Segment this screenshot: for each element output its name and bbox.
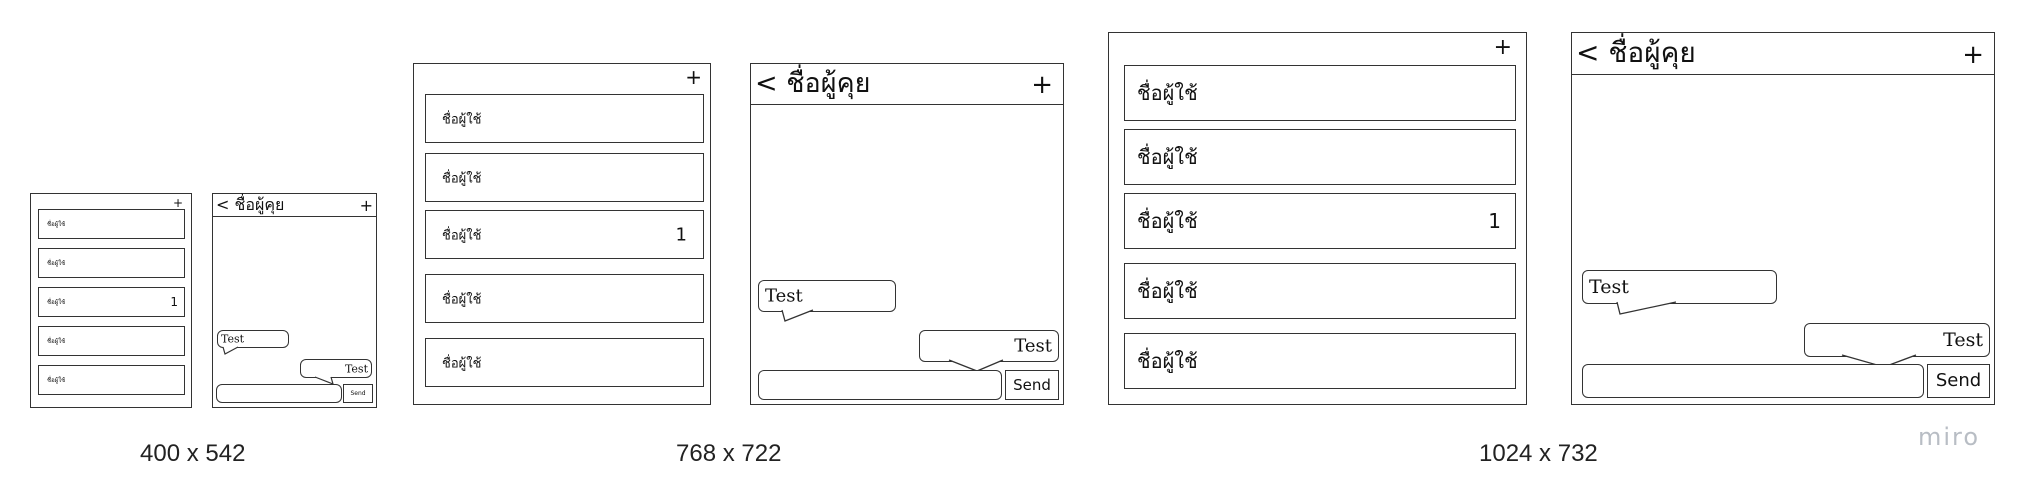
- medium-list-row-3-badge: 1: [675, 224, 687, 245]
- small-list-row-3-badge: 1: [170, 295, 178, 309]
- medium-list-row-5-name: ชื่อผู้ใช้: [442, 356, 482, 371]
- large-chat-received-tail: [1616, 301, 1677, 315]
- medium-chat-message-input[interactable]: [758, 370, 1002, 400]
- small-list-row-1-name: ชื่อผู้ใช้: [47, 221, 66, 228]
- large-chat-received-bubble: Test: [1582, 270, 1777, 304]
- medium-chat-header: < ชื่อผู้คุย +: [751, 64, 1063, 105]
- large-chat-screen: < ชื่อผู้คุย + Test Test Send: [1571, 32, 1995, 405]
- small-chat-add-button[interactable]: +: [359, 196, 373, 215]
- large-chat-contact-name: ชื่อผู้คุย: [1608, 36, 1696, 69]
- small-chat-back-button[interactable]: <: [216, 195, 230, 214]
- large-chat-add-button[interactable]: +: [1962, 40, 1984, 70]
- small-chat-received-text: Test: [221, 332, 245, 346]
- medium-chat-sent-text: Test: [1014, 335, 1052, 357]
- small-list-screen: + ชื่อผู้ใช้ ชื่อผู้ใช้ ชื่อผู้ใช้ 1 ชื่…: [30, 193, 192, 408]
- medium-size-label: 768 x 722: [676, 440, 782, 467]
- large-chat-message-input[interactable]: [1582, 364, 1924, 398]
- small-list-row-5-name: ชื่อผู้ใช้: [47, 377, 66, 384]
- medium-list-row-4-name: ชื่อผู้ใช้: [442, 292, 482, 307]
- medium-list-row-4[interactable]: ชื่อผู้ใช้: [425, 274, 704, 323]
- large-size-label: 1024 x 732: [1479, 440, 1598, 467]
- small-chat-received-bubble: Test: [217, 330, 289, 348]
- medium-list-row-5[interactable]: ชื่อผู้ใช้: [425, 338, 704, 387]
- medium-list-row-3[interactable]: ชื่อผู้ใช้ 1: [425, 210, 704, 259]
- large-list-row-4-name: ชื่อผู้ใช้: [1137, 279, 1198, 303]
- large-chat-header: < ชื่อผู้คุย +: [1572, 33, 1994, 75]
- small-chat-sent-text: Test: [344, 362, 368, 375]
- large-list-row-3-name: ชื่อผู้ใช้: [1137, 209, 1198, 233]
- large-list-row-2-name: ชื่อผู้ใช้: [1137, 145, 1198, 169]
- small-list-row-3[interactable]: ชื่อผู้ใช้ 1: [38, 287, 185, 317]
- medium-chat-contact-name: ชื่อผู้คุย: [786, 68, 871, 99]
- medium-list-row-1-name: ชื่อผู้ใช้: [442, 112, 482, 127]
- medium-chat-received-tail: [781, 309, 814, 322]
- medium-chat-received-bubble: Test: [758, 280, 896, 312]
- large-list-row-3-badge: 1: [1488, 209, 1501, 233]
- medium-chat-back-button[interactable]: <: [755, 68, 778, 99]
- large-chat-title: < ชื่อผู้คุย: [1576, 39, 1696, 67]
- large-chat-back-button[interactable]: <: [1576, 36, 1600, 69]
- medium-chat-sent-bubble: Test: [919, 330, 1059, 362]
- large-list-row-5-name: ชื่อผู้ใช้: [1137, 349, 1198, 373]
- small-list-row-4[interactable]: ชื่อผู้ใช้: [38, 326, 185, 356]
- medium-list-row-2[interactable]: ชื่อผู้ใช้: [425, 153, 704, 202]
- small-chat-header: < ชื่อผู้คุย +: [213, 194, 376, 217]
- small-chat-contact-name: ชื่อผู้คุย: [234, 195, 285, 214]
- small-chat-sent-bubble: Test: [300, 359, 372, 378]
- small-list-row-4-name: ชื่อผู้ใช้: [47, 338, 66, 345]
- miro-logo: miro: [1918, 423, 1981, 451]
- large-list-add-button[interactable]: +: [1493, 35, 1512, 60]
- medium-list-screen: + ชื่อผู้ใช้ ชื่อผู้ใช้ ชื่อผู้ใช้ 1 ชื่…: [413, 63, 711, 405]
- large-chat-sent-bubble: Test: [1804, 323, 1990, 357]
- small-list-row-3-name: ชื่อผู้ใช้: [47, 299, 66, 306]
- large-chat-send-button[interactable]: Send: [1927, 364, 1990, 398]
- small-list-row-2-name: ชื่อผู้ใช้: [47, 260, 66, 267]
- large-list-row-4[interactable]: ชื่อผู้ใช้: [1124, 263, 1516, 319]
- large-list-screen: + ชื่อผู้ใช้ ชื่อผู้ใช้ ชื่อผู้ใช้ 1 ชื่…: [1108, 32, 1527, 405]
- large-list-row-1-name: ชื่อผู้ใช้: [1137, 81, 1198, 105]
- medium-chat-send-button[interactable]: Send: [1005, 370, 1059, 400]
- medium-list-row-2-name: ชื่อผู้ใช้: [442, 171, 482, 186]
- small-chat-title: < ชื่อผู้คุย: [216, 197, 284, 213]
- small-chat-screen: < ชื่อผู้คุย + Test Test Send: [212, 193, 377, 408]
- small-chat-send-button[interactable]: Send: [343, 384, 373, 403]
- medium-chat-received-text: Test: [765, 285, 803, 307]
- large-list-row-1[interactable]: ชื่อผู้ใช้: [1124, 65, 1516, 121]
- large-list-row-5[interactable]: ชื่อผู้ใช้: [1124, 333, 1516, 389]
- medium-list-add-button[interactable]: +: [685, 65, 702, 89]
- small-chat-received-tail: [222, 346, 239, 355]
- small-list-row-1[interactable]: ชื่อผู้ใช้: [38, 209, 185, 239]
- medium-chat-title: < ชื่อผู้คุย: [755, 70, 870, 97]
- small-chat-message-input[interactable]: [216, 384, 342, 403]
- small-list-add-button[interactable]: +: [172, 196, 183, 210]
- medium-chat-add-button[interactable]: +: [1031, 70, 1053, 100]
- medium-chat-screen: < ชื่อผู้คุย + Test Test Send: [750, 63, 1064, 405]
- medium-list-row-1[interactable]: ชื่อผู้ใช้: [425, 94, 704, 143]
- small-size-label: 400 x 542: [140, 440, 246, 467]
- large-chat-received-text: Test: [1589, 276, 1629, 298]
- small-list-row-2[interactable]: ชื่อผู้ใช้: [38, 248, 185, 278]
- large-chat-sent-text: Test: [1943, 329, 1983, 351]
- small-list-row-5[interactable]: ชื่อผู้ใช้: [38, 365, 185, 395]
- large-list-row-3[interactable]: ชื่อผู้ใช้ 1: [1124, 193, 1516, 249]
- large-list-row-2[interactable]: ชื่อผู้ใช้: [1124, 129, 1516, 185]
- medium-list-row-3-name: ชื่อผู้ใช้: [442, 228, 482, 243]
